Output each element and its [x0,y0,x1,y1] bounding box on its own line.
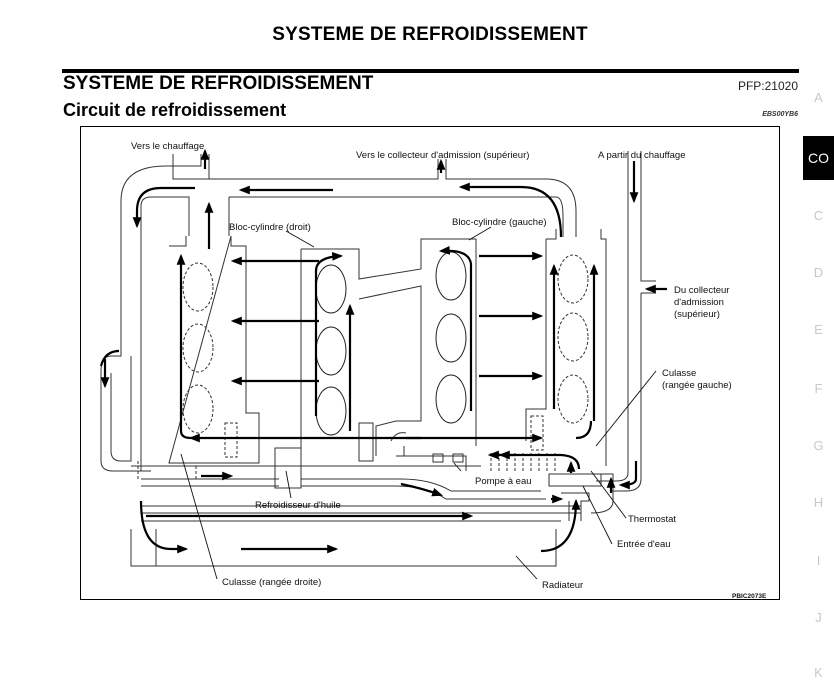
pfp-code: PFP:21020 [737,79,798,93]
index-tab-c[interactable]: C [813,208,824,223]
label-oil-cooler: Refroidisseur d'huile [255,500,341,511]
flow-arrows [99,148,667,554]
section-divider [62,69,799,73]
index-tab-d[interactable]: D [813,265,824,280]
label-head-right: Culasse (rangée droite) [222,577,321,588]
label-from-manifold-2: d'admission [674,297,724,308]
label-to-intake-manifold: Vers le collecteur d'admission (supérieu… [356,150,529,161]
label-from-manifold-3: (supérieur) [674,309,720,320]
index-tab-j[interactable]: J [815,610,822,625]
cooling-circuit-diagram: Vers le chauffage Vers le collecteur d'a… [99,141,767,600]
section-title: SYSTEME DE REFROIDISSEMENT [63,73,374,94]
label-thermostat: Thermostat [628,514,676,525]
label-water-pump: Pompe à eau [475,476,532,487]
leader-lines [180,226,657,580]
label-to-heater: Vers le chauffage [131,141,204,152]
page-header: SYSTEME DE REFROIDISSEMENT [272,24,588,45]
label-from-manifold-1: Du collecteur [674,285,729,296]
cooling-circuit-figure: Vers le chauffage Vers le collecteur d'a… [80,126,780,600]
index-tab-g[interactable]: G [813,438,824,453]
index-tab-e[interactable]: E [814,322,823,337]
index-tab-h[interactable]: H [813,495,824,510]
index-tab-a[interactable]: A [814,90,823,105]
label-radiator: Radiateur [542,580,583,591]
index-tab-i[interactable]: I [816,553,821,568]
subsection-title: Circuit de refroidissement [63,100,287,120]
label-block-left: Bloc-cylindre (gauche) [452,217,547,228]
label-block-right: Bloc-cylindre (droit) [229,222,311,233]
cylinder-bores [315,251,467,436]
reference-code: EBS00YB6 [762,111,798,118]
figure-code: PBIC2073E [732,593,767,600]
index-tab-f[interactable]: F [814,381,823,396]
label-from-heater: A partir du chauffage [598,150,686,161]
label-head-left-2: (rangée gauche) [662,380,732,391]
index-tab-co[interactable]: CO [803,136,834,180]
label-water-inlet: Entrée d'eau [617,539,671,550]
cylinder-heads-dashed [137,254,589,481]
label-head-left-1: Culasse [662,368,696,379]
